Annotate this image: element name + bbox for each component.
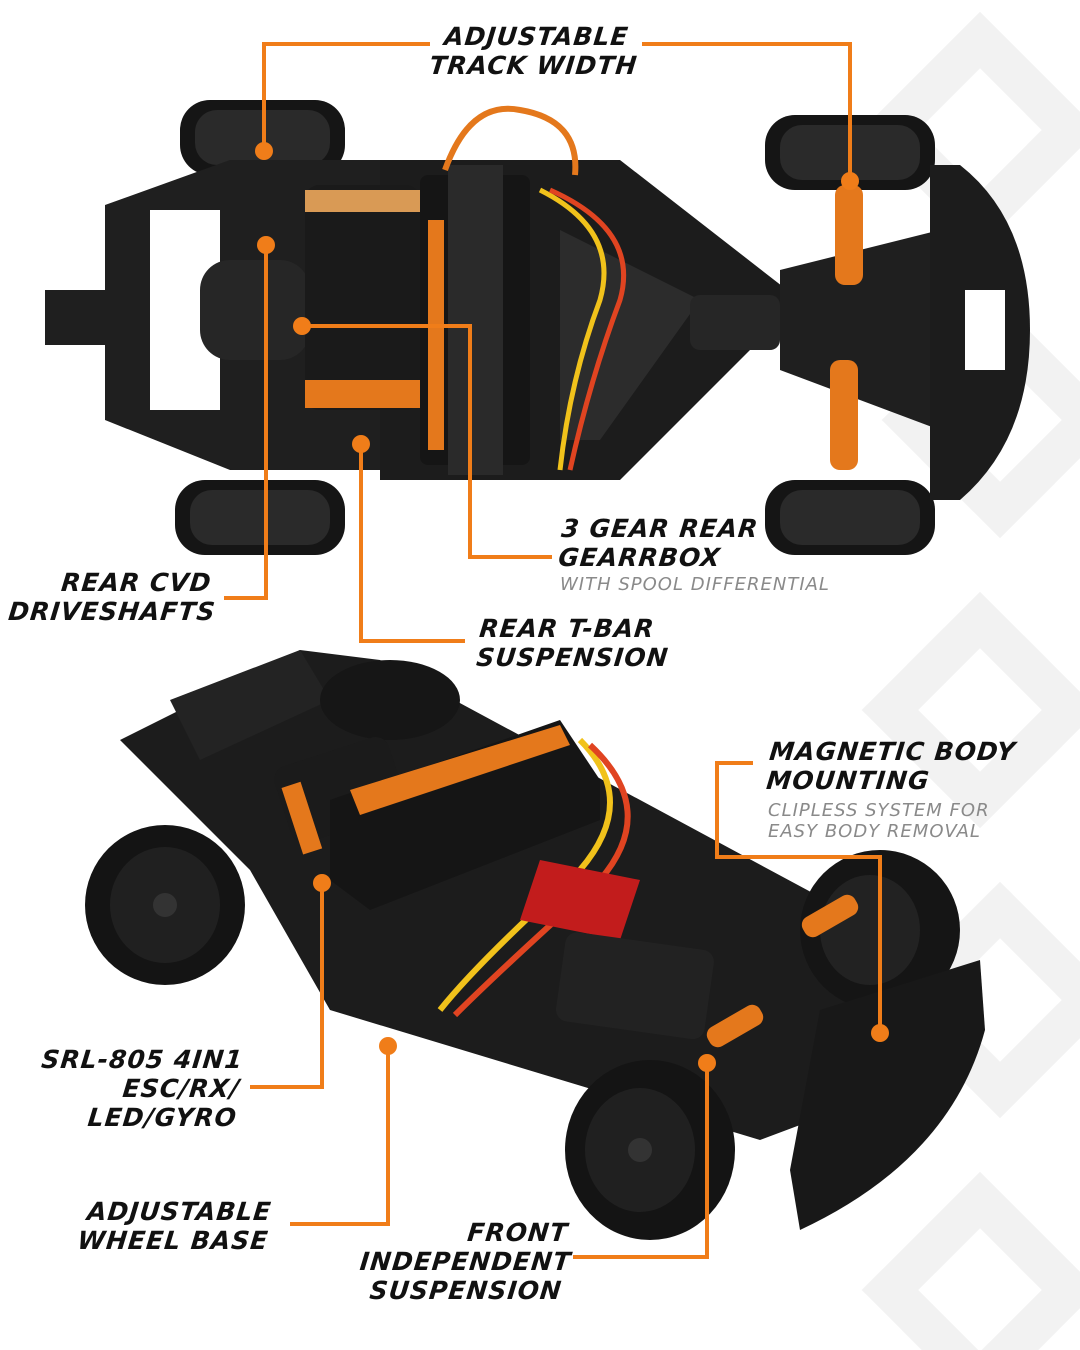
chassis-top-view-image (45, 100, 1030, 555)
label-rear-t-bar-suspension: REAR T-BAR SUSPENSION (475, 614, 673, 672)
label-line: REAR T-BAR (478, 614, 657, 643)
label-line: EASY BODY REMOVAL (768, 821, 981, 842)
label-gearbox: 3 GEAR REAR GEARRBOX (557, 514, 760, 572)
label-line: DRIVESHAFTS (6, 597, 218, 626)
label-line: 3 GEAR REAR (560, 514, 760, 543)
label-rear-cvd-driveshafts: REAR CVD DRIVESHAFTS (6, 568, 218, 626)
label-line: SUSPENSION (474, 643, 671, 672)
label-line: GEARRBOX (556, 543, 723, 572)
label-magnetic-body-mounting: MAGNETIC BODY MOUNTING (765, 737, 1017, 795)
label-front-independent-suspension: FRONT INDEPENDENT SUSPENSION (355, 1218, 573, 1305)
label-line: FRONT (465, 1218, 570, 1247)
label-line: ESC/RX/ (121, 1074, 242, 1103)
label-adjustable-track-width: ADJUSTABLE TRACK WIDTH (422, 22, 648, 80)
label-line: MOUNTING (764, 766, 932, 795)
label-line: ADJUSTABLE (85, 1197, 274, 1226)
label-line: REAR CVD (59, 568, 214, 597)
label-line: SUSPENSION (368, 1276, 564, 1305)
label-esc: SRL-805 4IN1 ESC/RX/ LED/GYRO (25, 1045, 245, 1132)
label-line: CLIPLESS SYSTEM FOR (768, 800, 990, 821)
label-line: WHEEL BASE (76, 1226, 270, 1255)
label-gearbox-subtitle: WITH SPOOL DIFFERENTIAL (560, 574, 830, 595)
label-line: MAGNETIC BODY (768, 737, 1018, 766)
label-magnetic-subtitle: CLIPLESS SYSTEM FOR EASY BODY REMOVAL (768, 800, 990, 842)
label-line: TRACK WIDTH (427, 51, 639, 80)
label-adjustable-wheel-base: ADJUSTABLE WHEEL BASE (57, 1197, 273, 1255)
label-line: INDEPENDENT (358, 1247, 573, 1276)
label-line: LED/GYRO (86, 1103, 239, 1132)
label-line: SRL-805 4IN1 (40, 1045, 245, 1074)
motor (305, 185, 420, 410)
label-line: ADJUSTABLE (442, 22, 631, 51)
